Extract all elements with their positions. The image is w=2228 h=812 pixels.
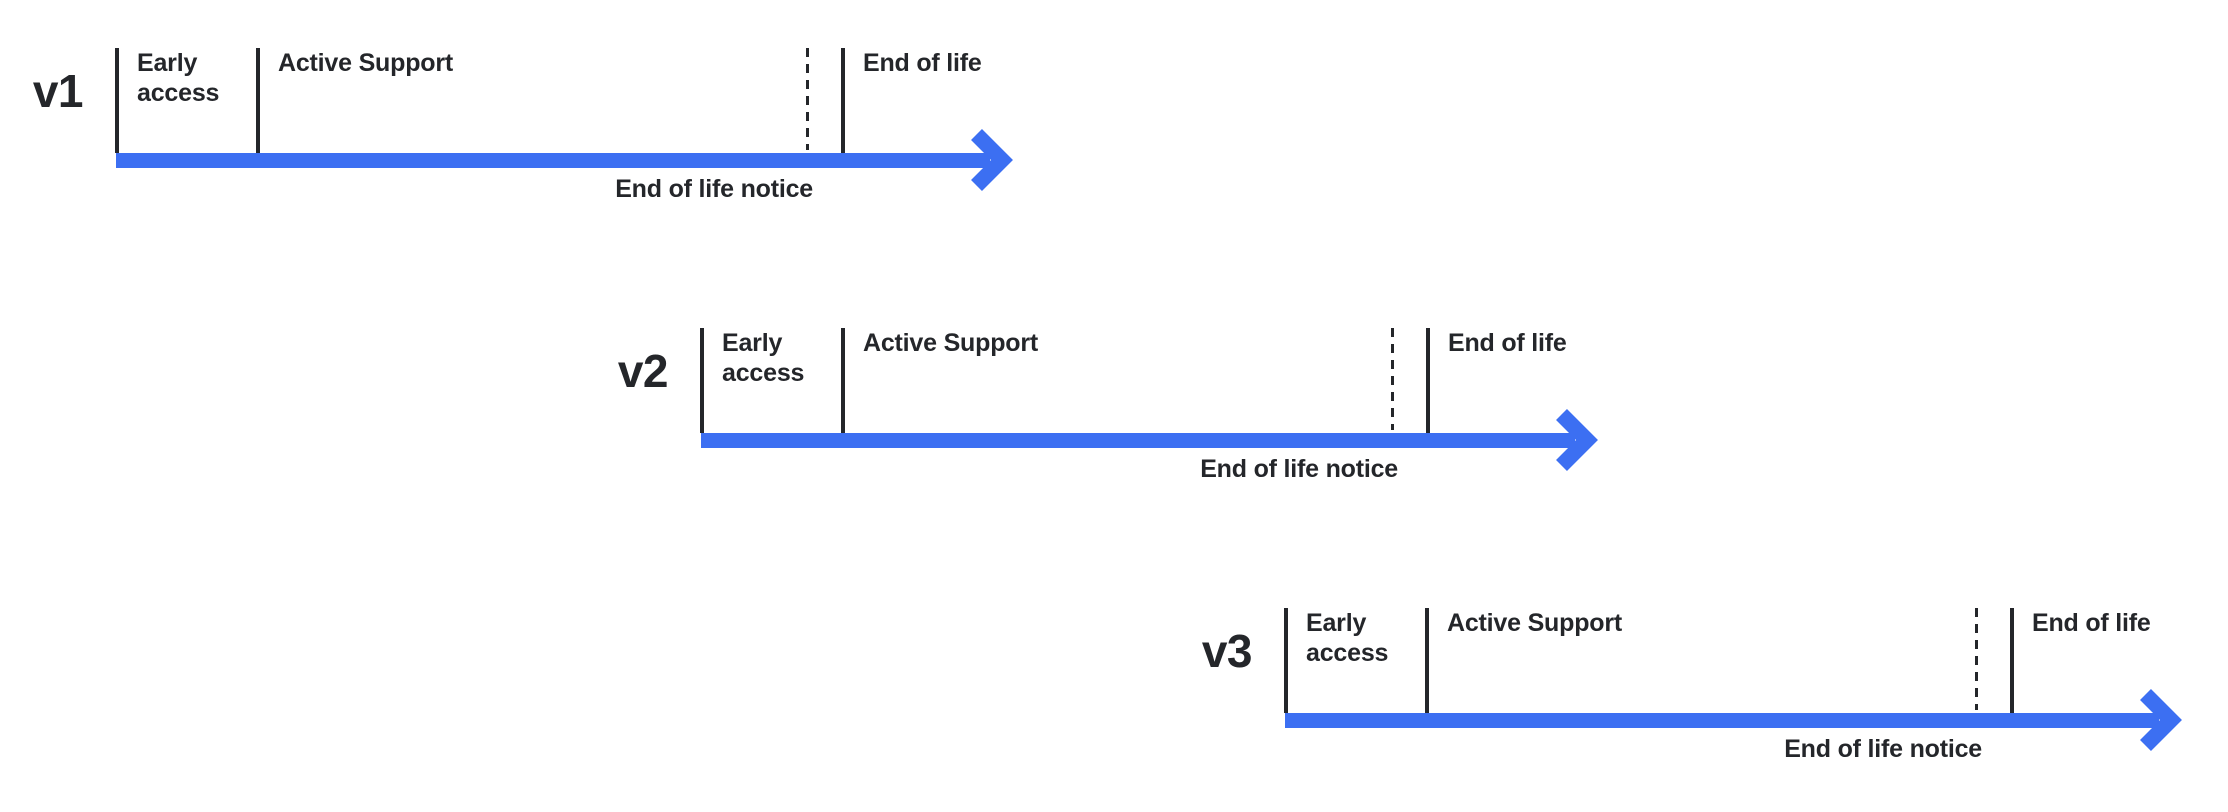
early-access-label: Early access (722, 329, 805, 387)
end-of-life-label: End of life (2032, 609, 2151, 637)
arrow-head-icon (2140, 689, 2182, 751)
end-of-life-tick (2010, 608, 2014, 713)
early-access-start-tick (700, 328, 704, 433)
eol-notice-dashed-line (1975, 608, 1978, 710)
end-of-life-notice-label: End of life notice (1784, 735, 1982, 763)
active-support-start-tick (841, 328, 845, 433)
arrow-shaft (701, 433, 1575, 448)
arrow-shaft (116, 153, 990, 168)
active-support-start-tick (1425, 608, 1429, 713)
version-label: v3 (1201, 625, 1253, 677)
eol-notice-dashed-line (1391, 328, 1394, 430)
end-of-life-notice-label: End of life notice (1200, 455, 1398, 483)
active-support-label: Active Support (863, 329, 1038, 357)
end-of-life-label: End of life (863, 49, 982, 77)
arrow-head-icon (971, 129, 1013, 191)
early-access-start-tick (115, 48, 119, 153)
active-support-label: Active Support (1447, 609, 1622, 637)
end-of-life-notice-label: End of life notice (615, 175, 813, 203)
active-support-start-tick (256, 48, 260, 153)
end-of-life-tick (1426, 328, 1430, 433)
timeline-v1: v1 Early access Active Support End of li… (33, 48, 1047, 218)
timeline-arrow-icon (701, 409, 1598, 471)
timeline-arrow-icon (1285, 689, 2182, 751)
active-support-label: Active Support (278, 49, 453, 77)
early-access-label: Early access (137, 49, 220, 107)
version-label: v2 (617, 345, 669, 397)
arrow-head-icon (1556, 409, 1598, 471)
version-label: v1 (32, 65, 84, 117)
early-access-label: Early access (1306, 609, 1389, 667)
timeline-arrow-icon (116, 129, 1013, 191)
eol-notice-dashed-line (806, 48, 809, 150)
timeline-v3: v3 Early access Active Support End of li… (1202, 608, 2216, 778)
end-of-life-label: End of life (1448, 329, 1567, 357)
timeline-v2: v2 Early access Active Support End of li… (618, 328, 1632, 498)
end-of-life-tick (841, 48, 845, 153)
early-access-start-tick (1284, 608, 1288, 713)
arrow-shaft (1285, 713, 2159, 728)
